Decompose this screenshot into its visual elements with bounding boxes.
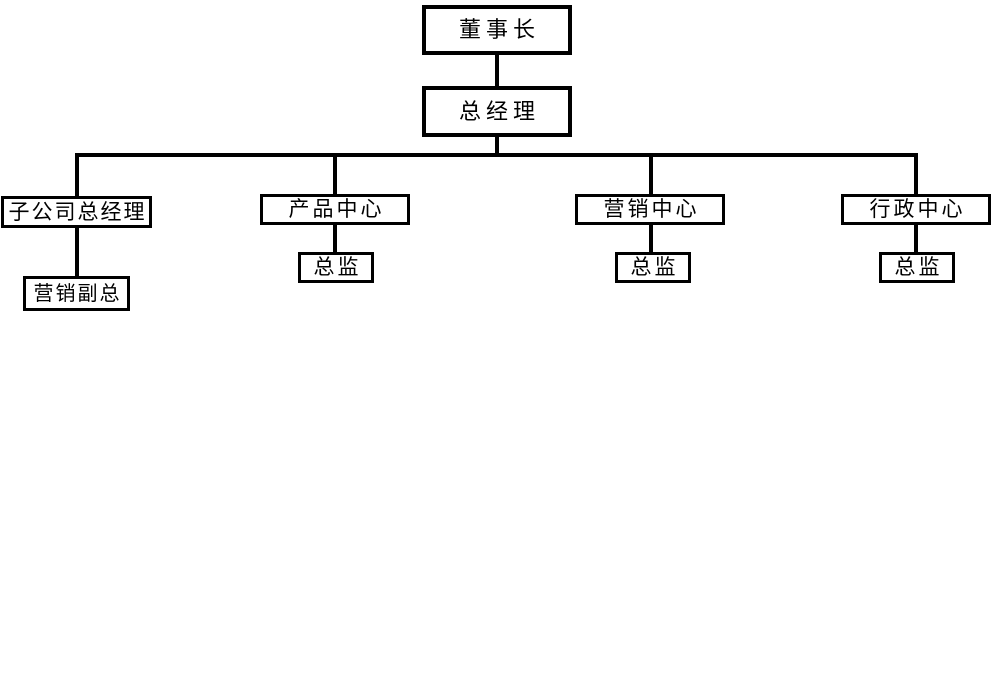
connector-bus-to-product — [333, 155, 337, 194]
node-director-under-admin: 总监 — [879, 252, 955, 283]
node-director-under-product: 总监 — [298, 252, 374, 283]
connector-subsidiary-gm-to-vp — [75, 228, 79, 276]
connector-gm-to-bus — [495, 137, 499, 155]
connector-bus-to-marketing — [649, 155, 653, 194]
node-marketing-center: 营销中心 — [575, 194, 725, 225]
connector-horizontal-bus — [75, 153, 918, 157]
node-chairman: 董事长 — [422, 5, 572, 55]
connector-bus-to-admin — [914, 155, 918, 194]
node-product-center: 产品中心 — [260, 194, 410, 225]
connector-product-to-director — [333, 225, 337, 252]
node-subsidiary-general-manager: 子公司总经理 — [1, 196, 152, 228]
node-director-under-marketing: 总监 — [615, 252, 691, 283]
node-general-manager: 总经理 — [422, 86, 572, 137]
connector-admin-to-director — [914, 225, 918, 252]
node-marketing-vp: 营销副总 — [23, 276, 130, 311]
node-admin-center: 行政中心 — [841, 194, 991, 225]
connector-bus-to-subsidiary-gm — [75, 155, 79, 196]
connector-chairman-gm — [495, 55, 499, 86]
connector-marketing-to-director — [649, 225, 653, 252]
